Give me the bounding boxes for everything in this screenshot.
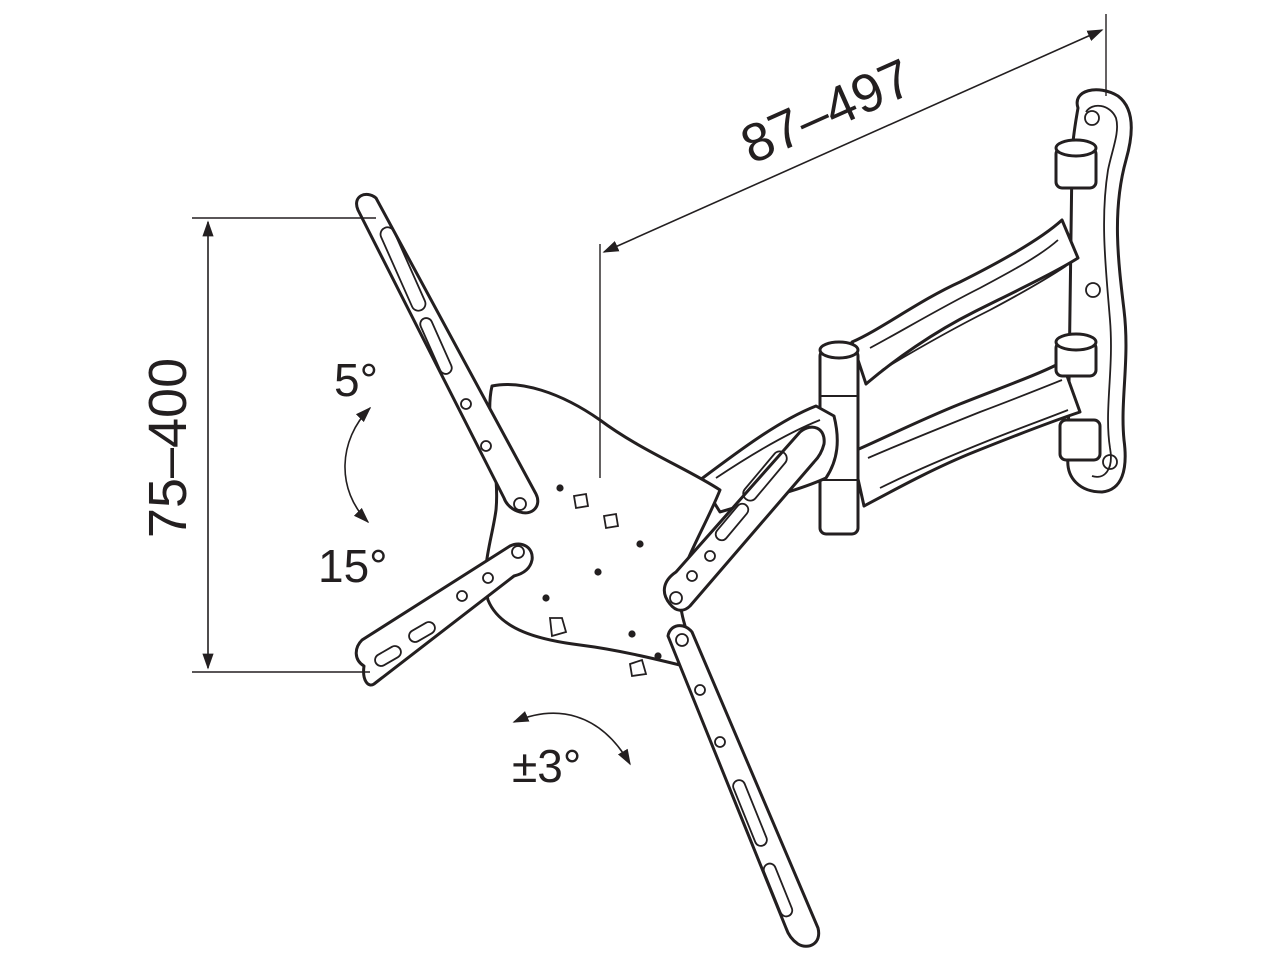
lower-arm [850, 360, 1082, 508]
extension-range-label: 87–497 [732, 48, 921, 176]
bracket-lower-right [666, 624, 821, 948]
height-range-label: 75–400 [138, 358, 198, 538]
tilt-indicator: 5° 15° [318, 354, 388, 592]
bracket-lower-left [354, 542, 534, 687]
cross-plate [483, 383, 722, 678]
rotation-indicator: ±3° [512, 711, 631, 792]
upper-arm [850, 218, 1080, 386]
tilt-up-label: 5° [334, 354, 378, 406]
rotation-label: ±3° [512, 740, 581, 792]
dimension-height: 75–400 [138, 217, 376, 673]
bracket-upper-right [662, 425, 826, 612]
tilt-down-label: 15° [318, 540, 388, 592]
bracket-upper-left [355, 193, 540, 515]
